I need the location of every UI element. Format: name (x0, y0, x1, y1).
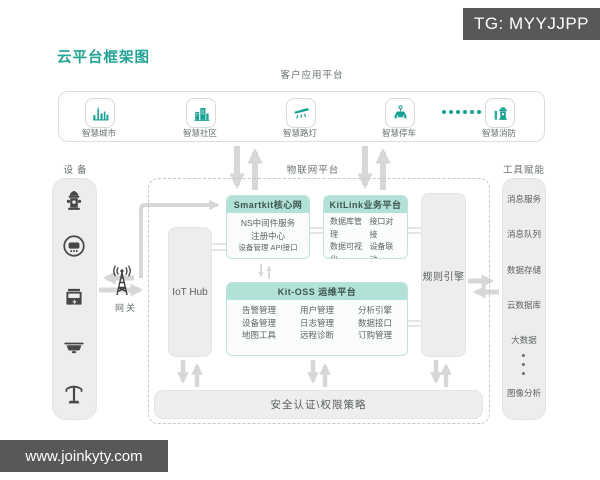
gateway-label: 网关 (114, 303, 137, 313)
kitoss-item: 地图工具 (242, 330, 277, 340)
tools-ellipsis-dot (522, 372, 525, 375)
tools-box (502, 178, 546, 420)
security-layer-arrows (177, 360, 452, 387)
kitoss-item: 日志管理 (299, 317, 334, 328)
devices-label: 设备 (63, 165, 91, 176)
iot-hub-box: IoT Hub (168, 227, 212, 357)
smartkit-item: NS中间件服务 (240, 218, 296, 228)
app-label: 智慧路灯 (282, 128, 317, 138)
kitoss-item: 告警管理 (242, 305, 277, 315)
camera-icon (61, 233, 87, 259)
kitoss-item: 订购管理 (357, 330, 392, 340)
gateway-smartkit-elbow-arrow (139, 199, 220, 278)
app-label: 智慧停车 (381, 128, 416, 138)
app-tile (286, 98, 316, 128)
app-label: 智慧城市 (81, 128, 116, 138)
kitoss-item: 数据接口 (357, 317, 392, 328)
antenna-icon (104, 263, 140, 299)
kitoss-item: 用户管理 (299, 305, 334, 315)
rule-engine-box: 规则引擎 (421, 193, 466, 357)
telegram-watermark-text: TG: MYYJJPP (473, 14, 590, 33)
ellipsis-dot (442, 110, 446, 114)
kitlink-item: 数据可视化 (330, 242, 362, 259)
smoke-detector-icon (61, 334, 87, 360)
kitlink-business-items: 数据库管理接口对接数据可视化设备联动报表中心告警管理 (324, 213, 407, 259)
meter-icon (61, 283, 87, 309)
telegram-watermark: TG: MYYJJPP (463, 8, 600, 40)
kitoss-ops-title: Kit-OSS 运维平台 (227, 283, 407, 300)
smartkit-item: 设备管理 API接口 (238, 243, 298, 252)
app-label: 智慧社区 (182, 128, 217, 138)
security-policy-label: 安全认证\权限策略 (270, 399, 367, 411)
kitlink-business-title: KitLink业务平台 (324, 196, 407, 213)
tool-item: 消息服务 (506, 194, 541, 204)
kitoss-item: 设备管理 (242, 317, 277, 328)
security-policy-bar: 安全认证\权限策略 (154, 390, 483, 419)
iot-hub-label: IoT Hub (172, 286, 208, 298)
kitoss-column: 告警管理设备管理地图工具 (242, 304, 276, 342)
smartkit-item: 注册中心 (250, 230, 285, 241)
smartkit-core-title: Smartkit核心网 (227, 196, 309, 213)
kitlink-business-box: KitLink业务平台 数据库管理接口对接数据可视化设备联动报表中心告警管理 (323, 195, 408, 259)
tool-item: 大数据 (511, 335, 537, 345)
tool-item: 云数据库 (506, 300, 541, 310)
tools-ellipsis-dot (522, 354, 525, 357)
ellipsis-dot (463, 110, 467, 114)
app-tile (186, 98, 216, 128)
kitlink-item: 设备联动 (369, 242, 394, 259)
rule-engine-tools-arrows (468, 274, 499, 299)
box-link-connectors (212, 227, 421, 327)
ellipsis-dot (456, 110, 460, 114)
kitoss-ops-box: Kit-OSS 运维平台 告警管理设备管理地图工具用户管理日志管理远程诊断分析引… (226, 282, 408, 356)
community-icon (192, 104, 211, 123)
tools-ellipsis-dot (522, 363, 525, 366)
smartkit-core-items: NS中间件服务注册中心设备管理 API接口 (227, 213, 309, 255)
lamp-pole-icon (61, 381, 87, 407)
ellipsis-dot (470, 110, 474, 114)
fire-hydrant-teal-icon (491, 104, 510, 123)
city-icon (91, 104, 110, 123)
tool-item: 消息队列 (506, 229, 541, 239)
kitlink-item: 数据库管理 (330, 217, 362, 239)
kitoss-column: 分析引擎数据接口订购管理 (358, 304, 392, 342)
kitlink-item: 接口对接 (369, 217, 394, 239)
ellipsis-dot (449, 110, 453, 114)
app-tile (85, 98, 115, 128)
parking-icon (391, 104, 410, 123)
iot-platform-label: 物联网平台 (286, 165, 340, 176)
ellipsis-dot (477, 110, 481, 114)
streetlight-icon (292, 104, 311, 123)
client-platform-label: 客户应用平台 (280, 70, 344, 81)
iot-platform-dashed-box (148, 178, 490, 424)
page-title: 云平台框架图 (57, 50, 150, 66)
tools-label: 工具赋能 (503, 165, 546, 176)
app-label: 智慧消防 (481, 128, 516, 138)
rule-engine-label: 规则引擎 (422, 271, 465, 283)
smartkit-kitoss-arrows (258, 264, 272, 279)
tool-item: 图像分析 (506, 388, 541, 398)
kitoss-item: 分析引擎 (357, 305, 392, 315)
kitlink-row: 数据库管理接口对接 (324, 216, 407, 241)
hydrant-icon (61, 188, 87, 214)
website-watermark-text: www.joinkyty.com (25, 447, 143, 465)
smartkit-core-box: Smartkit核心网 NS中间件服务注册中心设备管理 API接口 (226, 195, 310, 259)
app-tile (385, 98, 415, 128)
kitoss-item: 远程诊断 (299, 330, 334, 340)
tool-item: 数据存储 (506, 265, 541, 275)
app-tile (485, 98, 515, 128)
kitlink-row: 数据可视化设备联动 (324, 241, 407, 259)
website-watermark: www.joinkyty.com (0, 440, 168, 472)
kitoss-ops-items: 告警管理设备管理地图工具用户管理日志管理远程诊断分析引擎数据接口订购管理 (227, 300, 407, 342)
kitoss-column: 用户管理日志管理远程诊断 (300, 304, 334, 342)
